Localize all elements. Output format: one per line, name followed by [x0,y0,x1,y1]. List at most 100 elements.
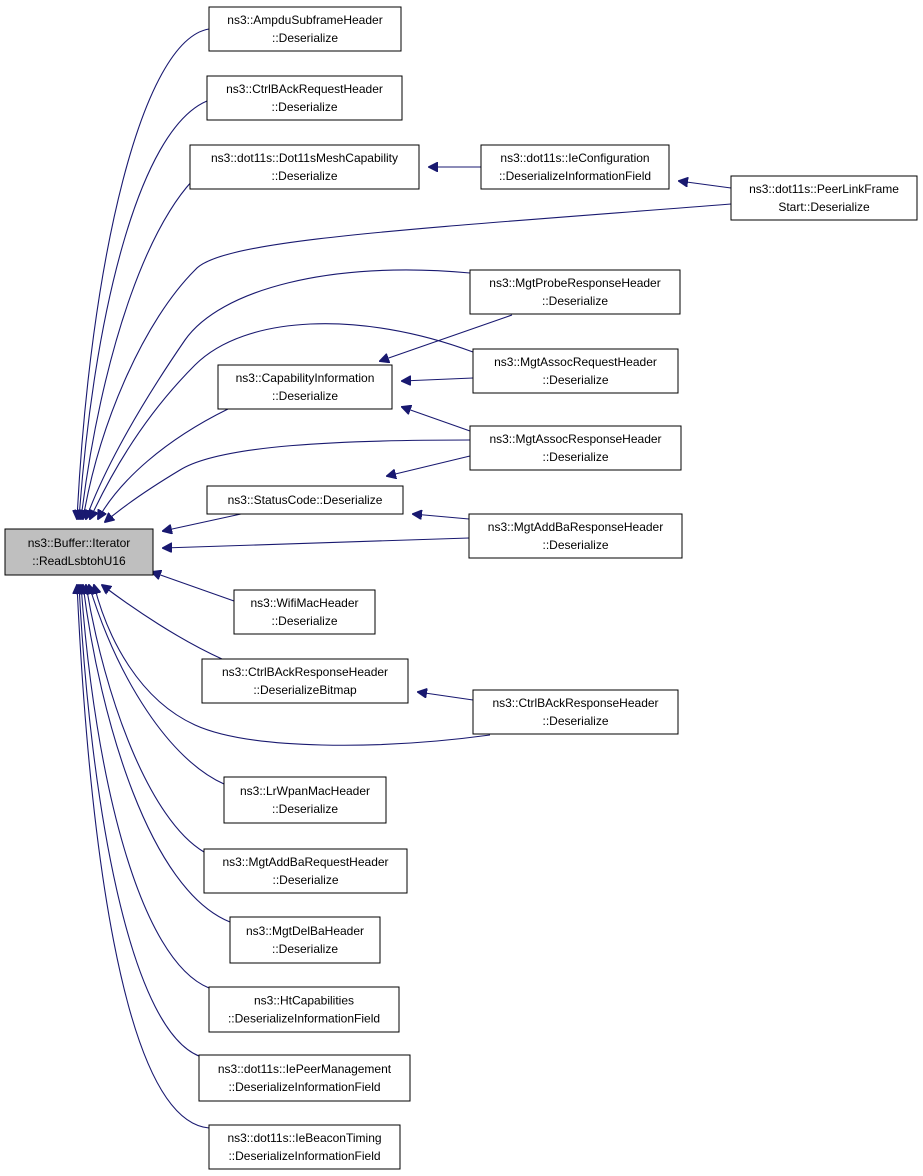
node-box [229,916,381,964]
node-probe[interactable]: ns3::MgtProbeResponseHeader::Deserialize [469,269,681,315]
edge-ctrlreq-to-root [79,100,208,519]
node-assocresp[interactable]: ns3::MgtAssocResponseHeader::Deserialize [469,425,682,471]
node-htcap[interactable]: ns3::HtCapabilities::DeserializeInformat… [208,986,400,1033]
edge-assocreq-to-capinfo [402,378,474,381]
node-label-1: ns3::CtrlBAckRequestHeader [226,82,383,96]
node-label-1: ns3::WifiMacHeader [250,596,358,610]
node-box [206,485,404,515]
edge-lrwpan-to-root [89,585,225,785]
node-label-2: ::Deserialize [272,942,338,956]
node-label-2: ::Deserialize [542,450,608,464]
node-label-2: ::DeserializeInformationField [228,1149,380,1163]
node-ieconf[interactable]: ns3::dot11s::IeConfiguration::Deserializ… [480,144,670,190]
node-label-1: ns3::Buffer::Iterator [28,536,131,550]
node-box [206,75,403,121]
edge-ctrlresp-to-root [94,585,491,746]
node-label-1: ns3::MgtProbeResponseHeader [489,276,660,290]
edge-assocresp-to-capinfo [402,407,471,432]
node-peerlink[interactable]: ns3::dot11s::PeerLinkFrameStart::Deseria… [730,175,918,221]
node-box [208,986,400,1033]
node-lrwpan[interactable]: ns3::LrWpanMacHeader::Deserialize [223,776,387,824]
edge-probe-to-capinfo [380,314,513,361]
node-label-1: ns3::dot11s::IePeerManagement [218,1062,392,1076]
node-box [198,1054,411,1102]
node-status[interactable]: ns3::StatusCode::Deserialize [206,485,404,515]
node-capinfo[interactable]: ns3::CapabilityInformation::Deserialize [217,364,393,410]
node-box [730,175,918,221]
node-label-1: ns3::dot11s::IeConfiguration [500,151,649,165]
node-delba[interactable]: ns3::MgtDelBaHeader::Deserialize [229,916,381,964]
node-box [468,513,683,559]
edge-assocreq-to-root [90,323,474,519]
node-label-2: ::ReadLsbtohU16 [32,554,126,568]
node-addbaresp[interactable]: ns3::MgtAddBaResponseHeader::Deserialize [468,513,683,559]
node-label-2: ::Deserialize [271,100,337,114]
node-label-2: ::Deserialize [272,873,338,887]
edge-addbareq-to-root [86,585,205,853]
node-label-1: ns3::LrWpanMacHeader [240,784,370,798]
node-beacon[interactable]: ns3::dot11s::IeBeaconTiming::Deserialize… [208,1124,401,1170]
node-box [223,776,387,824]
node-label-1: ns3::MgtAssocRequestHeader [494,355,657,369]
node-label-2: ::Deserialize [542,294,608,308]
edge-status-to-root [163,513,242,531]
edge-addbaresp-to-status [413,514,470,519]
node-label-1: ns3::AmpduSubframeHeader [227,13,382,27]
node-label-2: ::Deserialize [542,714,608,728]
node-label-2: ::Deserialize [272,31,338,45]
node-label-1: ns3::dot11s::IeBeaconTiming [227,1131,381,1145]
edge-addbaresp-to-root [163,537,470,548]
node-addbareq[interactable]: ns3::MgtAddBaRequestHeader::Deserialize [203,848,408,894]
node-label-2: Start::Deserialize [778,200,870,214]
edge-assocresp-to-status [387,455,471,476]
edge-capinfo-to-root [98,408,229,519]
node-peermgmt[interactable]: ns3::dot11s::IePeerManagement::Deseriali… [198,1054,411,1102]
node-label-2: ::DeserializeInformationField [499,169,651,183]
node-bitmap[interactable]: ns3::CtrlBAckResponseHeader::Deserialize… [201,658,409,704]
node-box [480,144,670,190]
node-box [208,6,402,52]
node-box [233,589,376,635]
node-ampdu[interactable]: ns3::AmpduSubframeHeader::Deserialize [208,6,402,52]
node-box [217,364,393,410]
node-label-2: ::Deserialize [271,614,337,628]
edge-assocresp-to-root [105,439,471,522]
node-meshcap[interactable]: ns3::dot11s::Dot11sMeshCapability::Deser… [189,144,420,190]
node-label-2: ::Deserialize [271,169,337,183]
node-assocreq[interactable]: ns3::MgtAssocRequestHeader::Deserialize [472,348,679,394]
node-box [469,425,682,471]
edge-wifimac-to-root [152,572,235,602]
node-label-1: ns3::CapabilityInformation [236,371,375,385]
node-label-2: ::DeserializeBitmap [253,683,357,697]
node-label-1: ns3::MgtAddBaResponseHeader [488,520,663,534]
edge-peermgmt-to-root [79,585,206,1059]
edge-ampdu-to-root [77,28,210,519]
node-ctrlresp[interactable]: ns3::CtrlBAckResponseHeader::Deserialize [472,689,679,735]
node-label-2: ::DeserializeInformationField [228,1080,380,1094]
node-label-1: ns3::CtrlBAckResponseHeader [492,696,658,710]
edge-ctrlresp-to-bitmap [418,692,474,701]
node-ctrlreq[interactable]: ns3::CtrlBAckRequestHeader::Deserialize [206,75,403,121]
node-label-1: ns3::dot11s::PeerLinkFrame [749,182,899,196]
node-label-1: ns3::HtCapabilities [254,994,354,1008]
edge-htcap-to-root [81,585,210,989]
edge-peerlink-to-root [83,203,732,519]
edge-delba-to-root [83,585,231,923]
node-label-1: ns3::dot11s::Dot11sMeshCapability [211,151,398,165]
edge-layer [77,28,732,1129]
node-box [469,269,681,315]
node-label-2: ::Deserialize [272,802,338,816]
edge-beacon-to-root [77,585,210,1129]
node-root[interactable]: ns3::Buffer::Iterator::ReadLsbtohU16 [4,528,154,576]
node-label-2: ::DeserializeInformationField [228,1012,380,1026]
node-wifimac[interactable]: ns3::WifiMacHeader::Deserialize [233,589,376,635]
node-box [472,348,679,394]
node-box [208,1124,401,1170]
node-box [203,848,408,894]
node-label-2: ::Deserialize [542,373,608,387]
edge-peerlink-to-ieconf [679,181,732,189]
node-label-2: ::Deserialize [542,538,608,552]
node-layer: ns3::Buffer::Iterator::ReadLsbtohU16ns3:… [4,6,918,1170]
node-label-1: ns3::MgtDelBaHeader [246,924,364,938]
